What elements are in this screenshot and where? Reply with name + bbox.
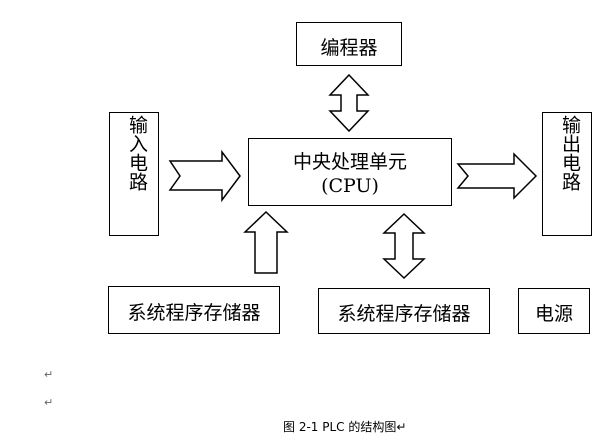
storage-right-label: 系统程序存储器 bbox=[337, 303, 471, 325]
cpu-storage-double-arrow bbox=[382, 212, 426, 280]
output-circuit-label: 输出电路 bbox=[559, 115, 581, 191]
paragraph-mark-2: ↵ bbox=[44, 396, 54, 409]
input-circuit-label: 输入电路 bbox=[126, 115, 148, 191]
paragraph-mark-1: ↵ bbox=[44, 368, 54, 381]
cpu-label-line1: 中央处理单元 bbox=[292, 151, 407, 173]
input-to-cpu-arrow bbox=[168, 149, 241, 203]
power-label: 电源 bbox=[534, 303, 573, 325]
input-circuit-box: 输入电路 bbox=[109, 112, 159, 236]
figure-caption: 图 2-1 PLC 的结构图↵ bbox=[283, 420, 407, 434]
storage-left-box: 系统程序存储器 bbox=[108, 286, 280, 334]
output-circuit-box: 输出电路 bbox=[542, 112, 592, 236]
storage-right-box: 系统程序存储器 bbox=[318, 288, 490, 334]
programmer-label: 编程器 bbox=[320, 37, 378, 59]
cpu-label-line2: (CPU) bbox=[321, 175, 379, 197]
power-box: 电源 bbox=[518, 288, 590, 334]
cpu-box: 中央处理单元 (CPU) bbox=[248, 138, 452, 206]
cpu-to-output-arrow bbox=[456, 152, 538, 200]
storage-left-label: 系统程序存储器 bbox=[127, 302, 261, 324]
programmer-box: 编程器 bbox=[296, 22, 402, 66]
programmer-cpu-double-arrow bbox=[328, 73, 370, 133]
storage-to-cpu-up-arrow bbox=[243, 210, 289, 274]
